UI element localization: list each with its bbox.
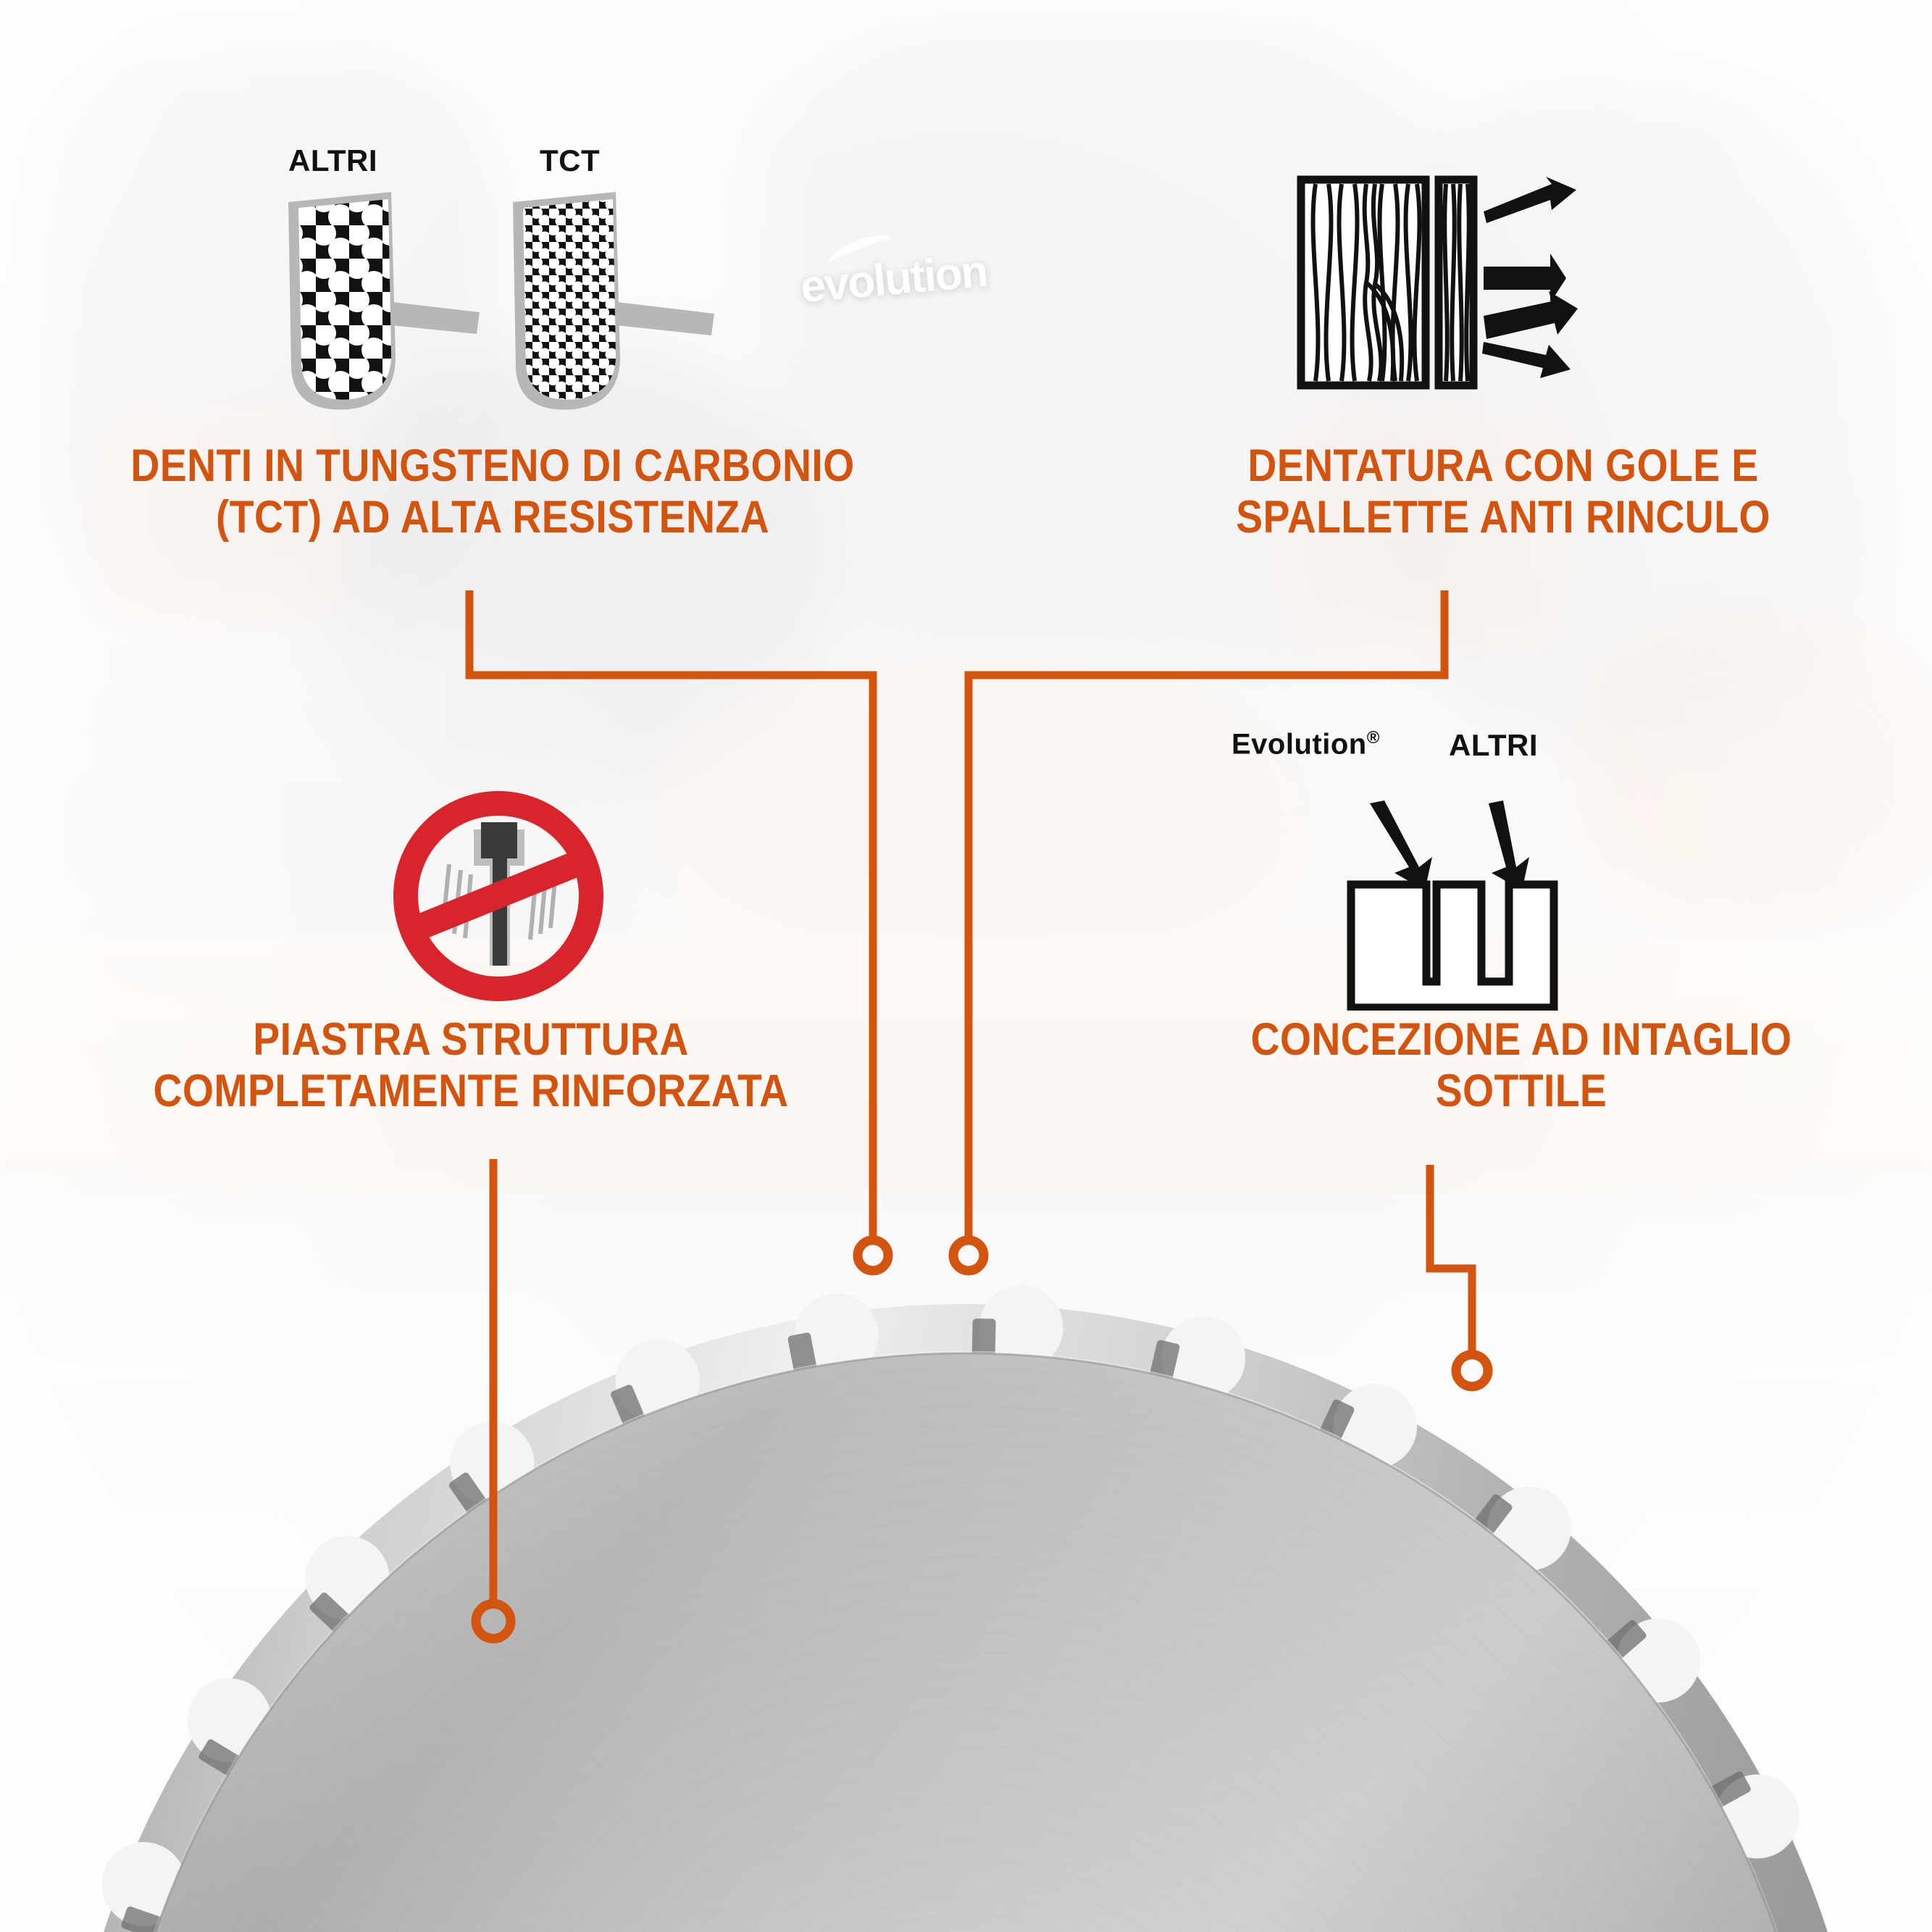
headline-tct-teeth: DENTI IN TUNGSTENO DI CARBONIO (TCT) AD … <box>130 440 855 543</box>
headline-reinforced-plate: PIASTRA STRUTTURA COMPLETAMENTE RINFORZA… <box>153 1014 789 1116</box>
carbide-grain-comparison-icon <box>283 192 732 424</box>
label-altri-kerf: ALTRI <box>1449 728 1539 762</box>
label-tct-tooth: TCT <box>540 143 601 177</box>
label-evolution-kerf: Evolution® <box>1231 728 1380 761</box>
altri-tooth-cross-section <box>288 192 480 410</box>
headline-gullet-teeth: DENTATURA CON GOLE E SPALLETTE ANTI RINC… <box>1236 440 1770 543</box>
kerf-block <box>1347 880 1558 1012</box>
kerf-width-comparison-icon <box>1344 800 1561 1012</box>
callout-endpoint-kerf <box>1451 1350 1493 1392</box>
callout-endpoint-tct <box>853 1235 893 1276</box>
callout-endpoint-gullet <box>948 1235 989 1276</box>
callout-endpoint-plate <box>471 1599 516 1644</box>
label-altri-tooth: ALTRI <box>288 143 378 177</box>
kerf-arrow-group <box>1370 800 1529 890</box>
prohibition-ring <box>393 791 603 1001</box>
tct-tooth-cross-section <box>513 192 714 410</box>
wood-with-nails-icon <box>1297 174 1673 391</box>
no-vibration-prohibition-icon <box>382 786 622 1018</box>
nail-group <box>1482 177 1578 378</box>
headline-thin-kerf: CONCEZIONE AD INTAGLIO SOTTILE <box>1250 1014 1792 1116</box>
saw-blade-image <box>0 1195 1932 1932</box>
